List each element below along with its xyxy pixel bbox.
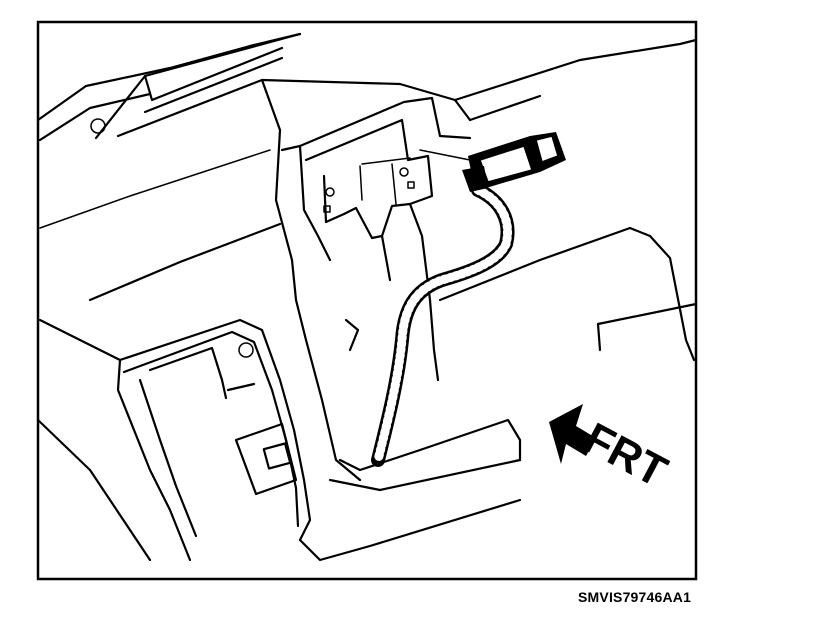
front-direction-indicator: FRT xyxy=(549,404,675,497)
harness-connector xyxy=(419,132,566,192)
diagram-frame xyxy=(36,20,698,581)
side-trim-panel xyxy=(438,226,698,362)
front-direction-label: FRT xyxy=(576,414,675,497)
front-arrow-icon xyxy=(549,404,596,464)
dashboard-outline xyxy=(36,32,698,302)
figure-code: SMVIS79746AA1 xyxy=(578,589,692,605)
wiring-harness xyxy=(371,183,515,467)
console-pocket xyxy=(36,318,522,562)
center-console xyxy=(260,78,522,492)
